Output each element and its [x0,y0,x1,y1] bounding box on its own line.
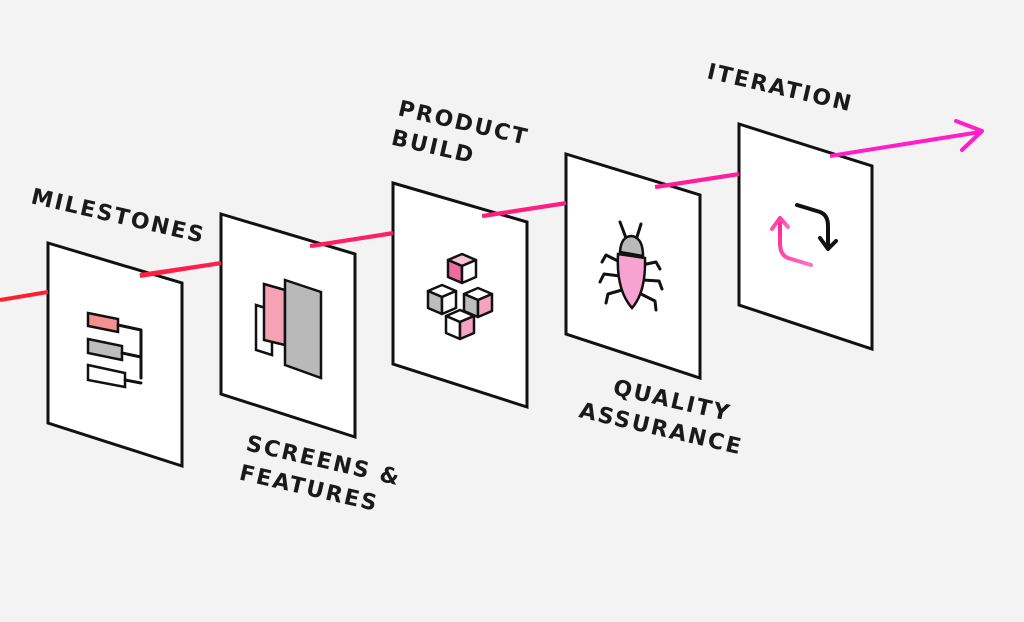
stage-panel-screens-features [219,211,357,440]
screens-icon [254,278,323,380]
timeline-arrow [0,119,984,302]
stage-label-iteration: ITERATION [705,59,856,117]
bug-icon [598,220,664,312]
milestones-icon [86,311,143,389]
arrowhead-icon [954,119,984,152]
stage-panel-quality-assurance [564,151,702,381]
stage-panel-milestones [46,240,184,469]
stage-label-screens-features: SCREENS & FEATURES [237,431,413,522]
refresh-icon [770,203,838,267]
stage-label-quality-assurance: QUALITY ASSURANCE [577,369,752,460]
stage-label-milestones: MILESTONES [29,184,208,248]
cubes-icon [426,252,494,341]
stage-panel-iteration [737,121,874,352]
stage-label-product-build: PRODUCT BUILD [389,96,540,182]
stage-panel-product-build [391,181,529,410]
